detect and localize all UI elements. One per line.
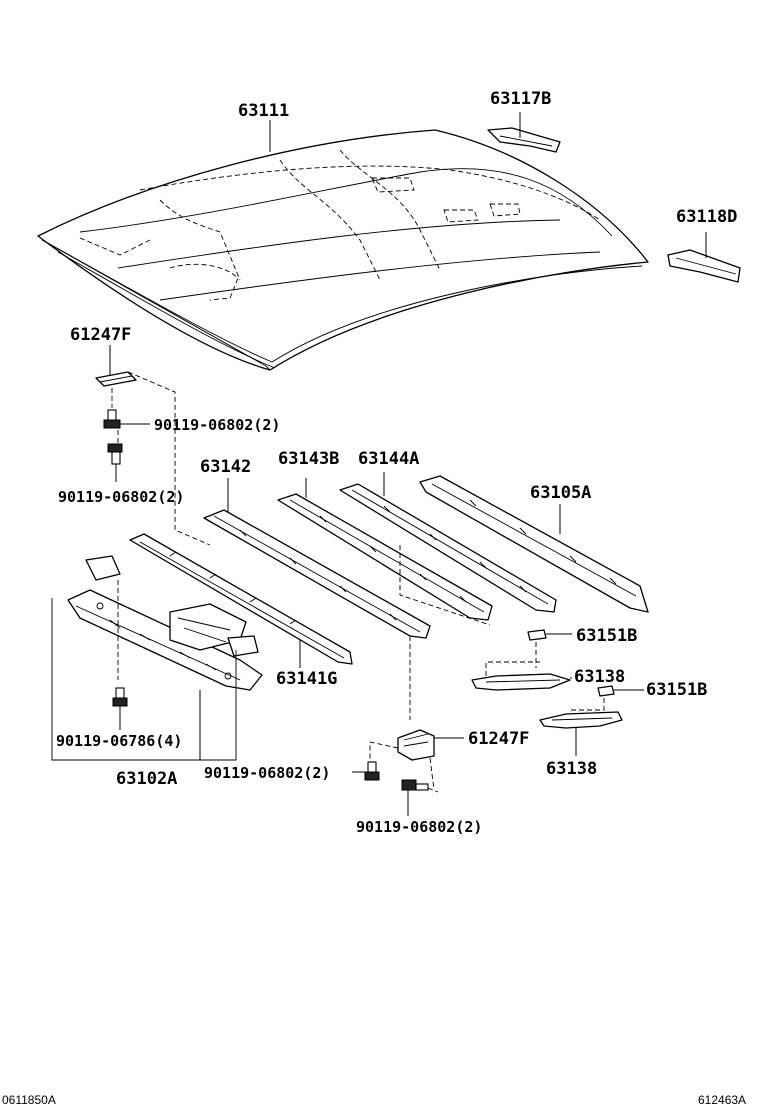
label-bolt-header-b: 90119-06802(2) <box>204 764 330 782</box>
bolt-bottom-b[interactable] <box>401 779 439 816</box>
label-bolt-bottom: 90119-06802(2) <box>356 818 482 836</box>
label-roof-panel: 63111 <box>238 101 289 121</box>
label-bow-63105a: 63105A <box>530 483 591 503</box>
label-bolt-top-a: 90119-06802(2) <box>154 416 280 434</box>
label-bolt-top-b: 90119-06802(2) <box>58 488 184 506</box>
bolt-bottom-a[interactable] <box>364 761 380 781</box>
label-spacer-a: 63151B <box>576 626 637 646</box>
front-header-63102a[interactable] <box>51 555 263 761</box>
plate-63138-b[interactable] <box>539 711 623 756</box>
label-spacer-b: 63151B <box>646 680 707 700</box>
bolt-header-a[interactable] <box>112 687 128 730</box>
label-plate-a: 63138 <box>574 667 625 687</box>
bracket-61247f-top[interactable] <box>95 345 211 546</box>
bracket-61247f-bottom[interactable] <box>369 729 464 791</box>
bow-63144a[interactable] <box>339 472 557 613</box>
plate-63138-a[interactable] <box>471 661 572 691</box>
label-reinforcement-front: 63117B <box>490 89 551 109</box>
label-reinforcement-rear: 63118D <box>676 207 737 227</box>
footer-left-code: 0611850A <box>2 1093 56 1107</box>
roof-panel[interactable] <box>37 120 649 371</box>
spacer-63151b-a[interactable] <box>527 629 572 668</box>
label-bow-63142: 63142 <box>200 457 251 477</box>
bow-63143b[interactable] <box>277 478 493 626</box>
bow-63141g[interactable] <box>129 533 353 668</box>
label-bow-63143b: 63143B <box>278 449 339 469</box>
spacer-63151b-b[interactable] <box>570 685 644 711</box>
label-bow-63144a: 63144A <box>358 449 419 469</box>
bolt-top-a[interactable] <box>103 409 150 429</box>
bow-63142[interactable] <box>203 478 431 720</box>
footer-right-code: 612463A <box>698 1093 746 1107</box>
bow-63105a[interactable] <box>419 475 649 613</box>
label-bolt-header-a: 90119-06786(4) <box>56 732 182 750</box>
reinforcement-63118d[interactable] <box>667 232 741 283</box>
label-plate-b: 63138 <box>546 759 597 779</box>
reinforcement-63117b[interactable] <box>487 112 561 153</box>
label-front-header: 63102A <box>116 769 177 789</box>
label-bracket-bottom: 61247F <box>468 729 529 749</box>
bolt-top-b[interactable] <box>107 388 123 482</box>
label-bow-63141g: 63141G <box>276 669 337 689</box>
label-bracket-top: 61247F <box>70 325 131 345</box>
